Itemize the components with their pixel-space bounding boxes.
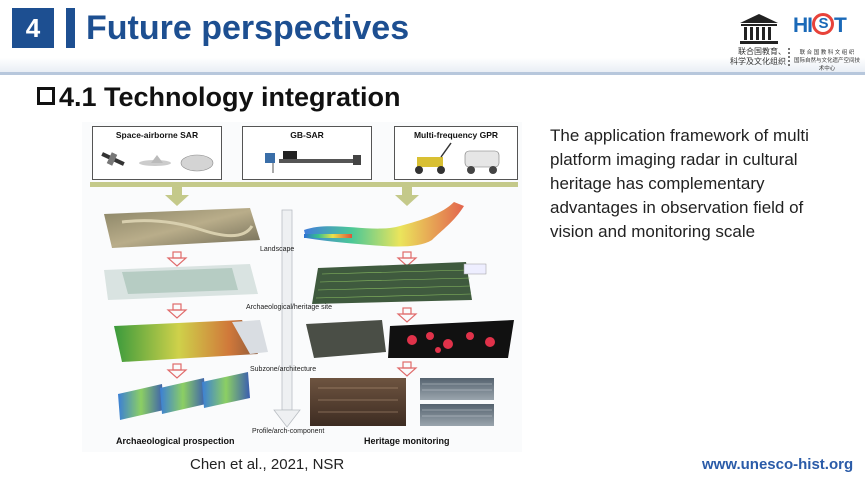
green-arrow-left (165, 187, 189, 206)
red-arrow-l2 (166, 303, 188, 319)
platform-box-gpr: Multi-frequency GPR (394, 126, 518, 180)
scale-label-site: Archaeological/heritage site (246, 304, 332, 311)
hist-cn-line1: 联 合 国 教 科 文 组 织 (799, 50, 855, 56)
radargram-bottom (420, 404, 494, 426)
section-subtitle: 4.1 Technology integration (59, 82, 401, 112)
unesco-cn-line1: 联合国教育、 (738, 47, 786, 56)
red-arrow-r3 (396, 361, 418, 377)
title-accent-bar (66, 8, 75, 48)
green-arrow-right (395, 187, 419, 206)
unesco-cn-line2: 科学及文化组织 (730, 57, 786, 66)
framework-description: The application framework of multi platf… (550, 126, 809, 241)
header-divider (0, 72, 865, 75)
framework-figure: Space-airborne SAR GB-SAR Multi-frequenc… (82, 122, 522, 452)
hist-logo-ring: S (812, 13, 834, 36)
gpr-profile-stack (118, 372, 250, 420)
hist-logo-right: T (834, 14, 847, 37)
red-arrow-r2 (396, 307, 418, 323)
scale-label-profile: Profile/arch-component (252, 428, 325, 435)
ground-radar-rail-icon (265, 151, 361, 173)
website-url[interactable]: www.unesco-hist.org (702, 456, 854, 473)
unesco-temple-icon (740, 14, 778, 44)
scale-label-subzone: Subzone/architecture (250, 366, 317, 373)
column-label-prospection: Archaeological prospection (116, 436, 235, 446)
hist-chinese-name: 联 合 国 教 科 文 组 织 国际自然与文化遗产空间技术中心 (792, 49, 862, 73)
heritage-building-photo (310, 378, 406, 426)
red-arrow-r1 (396, 251, 418, 267)
platform-label: Multi-frequency GPR (413, 130, 499, 140)
river-deformation-map (304, 202, 464, 247)
scale-label-landscape: Landscape (260, 246, 295, 253)
radargram-top (420, 378, 494, 400)
platform-label: GB-SAR (290, 130, 324, 140)
section-number: 4 (12, 8, 54, 48)
point-cloud-image (306, 320, 386, 358)
gpr-device-icon (415, 142, 500, 174)
platform-merge-bar (90, 182, 518, 187)
site-deformation-map (312, 262, 472, 304)
platform-box-gb-sar: GB-SAR (242, 126, 372, 180)
square-bullet-icon (37, 87, 55, 105)
platform-label: Space-airborne SAR (115, 130, 199, 140)
framework-diagram (90, 182, 518, 428)
dem-image (114, 320, 258, 362)
red-arrow-l3 (166, 363, 188, 379)
red-arrow-l1 (166, 251, 188, 267)
satellite-aircraft-icon (101, 152, 214, 172)
figure-citation: Chen et al., 2021, NSR (190, 456, 345, 473)
page-title: Future perspectives (86, 9, 410, 47)
red-deformation-image (388, 320, 514, 358)
unesco-chinese-name: 联合国教育、 科学及文化组织 (722, 47, 786, 67)
scale-arrow (273, 209, 301, 428)
logo-divider (788, 48, 790, 66)
column-label-monitoring: Heritage monitoring (364, 436, 450, 446)
hist-cn-line2: 国际自然与文化遗产空间技术中心 (793, 58, 860, 72)
hist-logo-left: HI (793, 14, 813, 37)
landscape-sar-image (104, 208, 260, 248)
platform-box-space-sar: Space-airborne SAR (92, 126, 222, 180)
